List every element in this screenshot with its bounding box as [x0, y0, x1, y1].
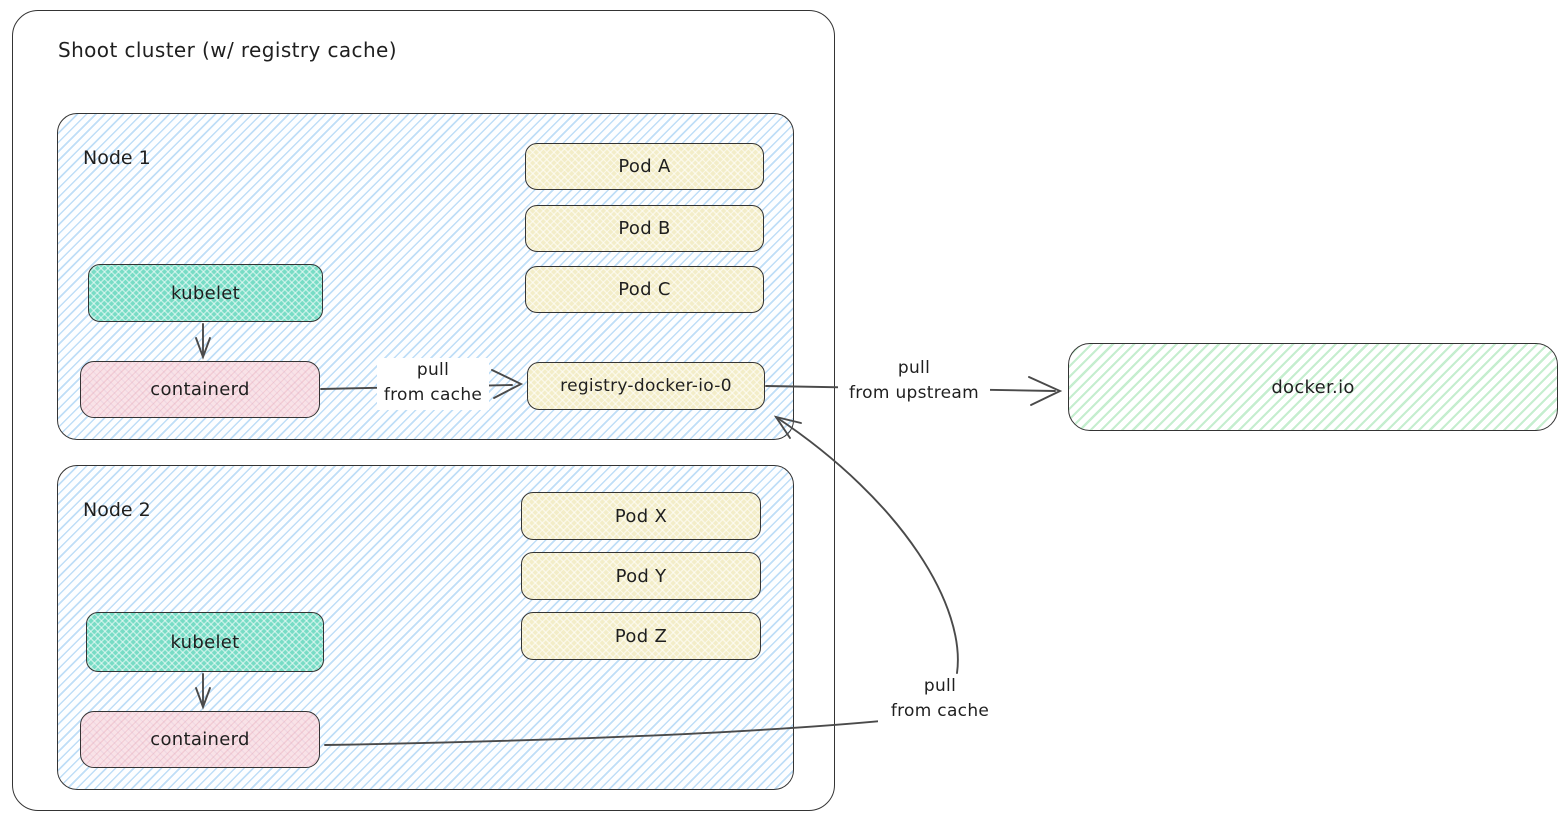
pod-box: Pod A — [525, 143, 764, 190]
registry-cache-box: registry-docker-io-0 — [527, 362, 765, 410]
pod-box: Pod B — [525, 205, 764, 252]
shoot-cluster-title: Shoot cluster (w/ registry cache) — [58, 38, 397, 62]
dockerio-label: docker.io — [1271, 376, 1355, 398]
node1-containerd-box: containerd — [80, 361, 320, 418]
pod-label: Pod C — [618, 279, 671, 300]
pod-label: Pod Z — [614, 625, 668, 647]
pod-label: Pod X — [614, 505, 668, 527]
registry-cache-label: registry-docker-io-0 — [560, 376, 732, 396]
dockerio-box: docker.io — [1068, 343, 1558, 431]
edge-label-pull-from-cache-node2: pull from cache — [878, 674, 1002, 732]
edge-label-pull-from-upstream: pull from upstream — [838, 356, 990, 410]
node2-kubelet-label: kubelet — [170, 631, 240, 653]
node1-kubelet-label: kubelet — [170, 282, 240, 304]
pod-label: Pod Y — [615, 565, 667, 587]
pod-box: Pod X — [521, 492, 761, 540]
node2-containerd-box: containerd — [80, 711, 320, 768]
pod-label: Pod B — [618, 218, 671, 239]
node1-kubelet-box: kubelet — [88, 264, 323, 322]
node2-containerd-label: containerd — [150, 729, 250, 750]
pod-box: Pod Z — [521, 612, 761, 660]
node2-label: Node 2 — [83, 499, 151, 521]
node1-label: Node 1 — [83, 147, 151, 169]
pod-box: Pod Y — [521, 552, 761, 600]
pod-label: Pod A — [618, 156, 671, 177]
pod-box: Pod C — [525, 266, 764, 313]
node1-containerd-label: containerd — [150, 379, 250, 400]
node2-kubelet-box: kubelet — [86, 612, 324, 672]
edge-label-pull-from-cache-node1: pull from cache — [377, 358, 489, 410]
